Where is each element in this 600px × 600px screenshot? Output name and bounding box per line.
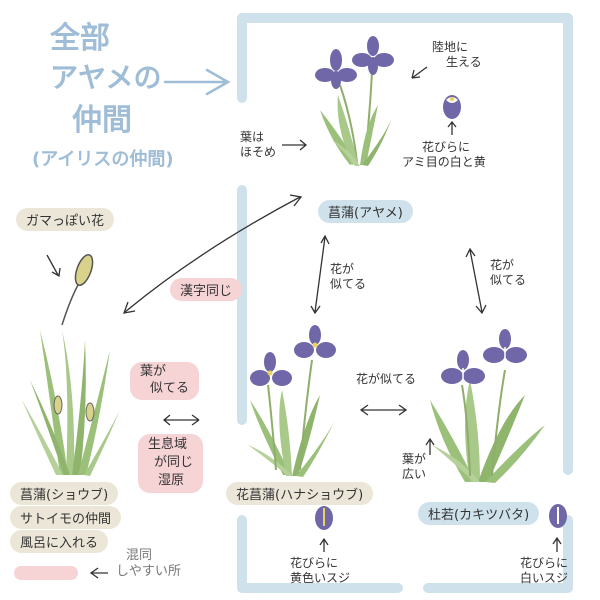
flower-similar-a-line-1: 花が <box>330 262 355 276</box>
hanashoubu-flower-left <box>250 352 292 386</box>
hanashoubu-flower-right <box>294 325 336 358</box>
kakitsubata-leaf-note: 葉が 広い <box>402 452 426 482</box>
flower-similar-b-line-1: 花が <box>490 258 515 272</box>
title-line-1: 全部 <box>50 21 110 56</box>
ayame-plant <box>315 36 394 166</box>
kakitsubata-plant <box>430 329 545 483</box>
legend-swatch <box>14 566 78 580</box>
kakitsubata-petal-line-1: 花びらに <box>520 556 569 570</box>
kakitsubata-flower-right <box>483 329 527 363</box>
ayame-leaf-line-1: 葉は <box>240 130 265 144</box>
flower-similar-a-line-2: 似てる <box>330 277 367 291</box>
hanashoubu-petal-line-2: 黄色いスジ <box>290 571 351 585</box>
ayame-habitat-line-2: 生える <box>446 55 482 69</box>
flower-similar-note-a: 花が 似てる <box>330 262 366 292</box>
kakitsubata-leaf-line-2: 広い <box>402 467 427 481</box>
ayame-petal-sample <box>443 95 461 119</box>
shoubu-use: 風呂に入れる <box>10 530 109 553</box>
hanashoubu-plant <box>248 325 336 477</box>
shoubu-name: 菖蒲(ショウブ) <box>10 482 119 505</box>
kakitsubata-petal-line-2: 白いスジ <box>520 571 569 585</box>
hanashoubu-petal-sample <box>315 506 333 530</box>
flower-similar-note-b: 花が 似てる <box>490 258 526 288</box>
leaf-similar-line-2: 似てる <box>150 380 190 396</box>
ayame-habitat-note: 陸地に 生える <box>432 40 482 70</box>
shoubu-cattail <box>61 254 94 326</box>
title-arrow <box>163 68 231 96</box>
ayame-leaf-note: 葉は ほそめ <box>240 130 276 160</box>
ayame-habitat-line-1: 陸地に <box>432 40 469 54</box>
ayame-petal-note: 花びらに アミ目の白と黄 <box>402 140 486 170</box>
legend-text-line-1: 混同 <box>126 548 153 563</box>
cattail-flower-label: ガマっぽい花 <box>16 208 115 231</box>
hanashoubu-petal-line-1: 花びらに <box>290 556 339 570</box>
title-line-3: 仲間 <box>72 103 132 138</box>
legend-text-line-2: しやすい所 <box>116 564 181 580</box>
kakitsubata-name: 杜若(カキツバタ) <box>418 502 540 525</box>
title-line-4: (アイリスの仲間) <box>32 149 174 170</box>
habitat-same-line-2: が同じ <box>154 455 194 471</box>
habitat-same-line-1: 生息域 <box>148 437 188 452</box>
leaf-similar-label: 葉が 似てる <box>130 362 200 400</box>
habitat-same-label: 生息域 が同じ 湿原 <box>138 434 204 493</box>
blue-frame <box>237 13 573 593</box>
leaf-similar-line-1: 葉が <box>140 364 167 379</box>
same-kanji-arrow <box>123 194 303 314</box>
shoubu-family: サトイモの仲間 <box>10 506 122 529</box>
habitat-same-line-3: 湿原 <box>158 473 185 489</box>
hanashoubu-petal-note: 花びらに 黄色いスジ <box>290 556 350 586</box>
title-line-2: アヤメの <box>50 61 162 94</box>
kakitsubata-flower-left <box>441 350 485 384</box>
flower-similar-note-c: 花が似てる <box>356 372 417 386</box>
ayame-petal-line-1: 花びらに <box>422 140 471 154</box>
kakitsubata-leaf-line-1: 葉が <box>402 452 427 466</box>
kakitsubata-petal-note: 花びらに 白いスジ <box>520 556 568 586</box>
hanashoubu-name: 花菖蒲(ハナショウブ) <box>226 482 374 505</box>
ayame-flower-left <box>315 49 357 89</box>
ayame-leaf-line-2: ほそめ <box>240 145 277 159</box>
ayame-flower-right <box>352 36 394 75</box>
flower-similar-b-line-2: 似てる <box>490 273 527 287</box>
kakitsubata-petal-sample <box>549 504 567 528</box>
legend-text: 混同 しやすい所 <box>116 548 181 581</box>
ayame-petal-line-2: アミ目の白と黄 <box>402 155 486 169</box>
same-kanji-label: 漢字同じ <box>170 278 243 301</box>
ayame-name: 菖蒲(アヤメ) <box>318 200 413 223</box>
shoubu-plant <box>22 330 120 476</box>
